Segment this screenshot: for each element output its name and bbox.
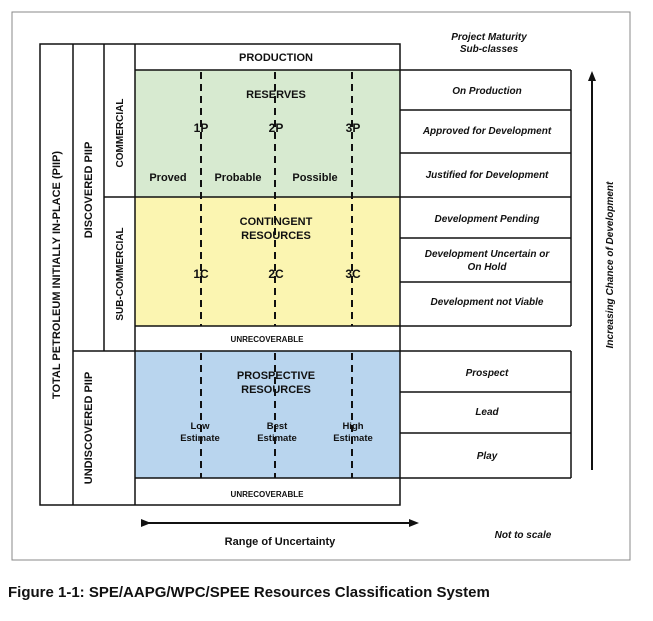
- subclass-prospect: Prospect: [466, 368, 509, 379]
- subclass-uncertain-line1: Development Uncertain or: [425, 249, 551, 260]
- sub-commercial-label: SUB-COMMERCIAL: [115, 227, 126, 320]
- possible-label: Possible: [292, 172, 337, 184]
- marker-3c: 3C: [345, 267, 361, 281]
- high-estimate-line1: High: [342, 421, 363, 432]
- subclass-approved: Approved for Development: [422, 126, 552, 137]
- unrecoverable-undiscovered-label: UNRECOVERABLE: [231, 490, 305, 499]
- marker-1p: 1P: [194, 121, 209, 135]
- best-estimate-line2: Estimate: [257, 433, 297, 444]
- marker-3p: 3P: [346, 121, 361, 135]
- marker-1c: 1C: [193, 267, 209, 281]
- proved-label: Proved: [149, 172, 186, 184]
- reserves-title: RESERVES: [246, 89, 306, 101]
- contingent-title-line2: RESOURCES: [241, 230, 311, 242]
- increasing-chance-label: Increasing Chance of Development: [605, 181, 616, 348]
- production-label: PRODUCTION: [239, 52, 313, 64]
- marker-2p: 2P: [269, 121, 284, 135]
- range-of-uncertainty-label: Range of Uncertainty: [225, 536, 337, 548]
- maturity-header-line2: Sub-classes: [460, 44, 519, 55]
- contingent-title-line1: CONTINGENT: [240, 216, 313, 228]
- figure-caption: Figure 1-1: SPE/AAPG/WPC/SPEE Resources …: [8, 584, 490, 601]
- prospective-title-line2: RESOURCES: [241, 384, 311, 396]
- subclass-not-viable: Development not Viable: [431, 297, 544, 308]
- prospective-resources-zone: [135, 351, 400, 478]
- maturity-header-line1: Project Maturity: [451, 32, 527, 43]
- contingent-resources-zone: [135, 197, 400, 326]
- subclass-play: Play: [477, 451, 498, 462]
- reserves-zone: [135, 70, 400, 197]
- commercial-label: COMMERCIAL: [115, 99, 126, 168]
- subclass-justified: Justified for Development: [426, 170, 549, 181]
- subclass-uncertain-line2: On Hold: [468, 262, 508, 273]
- best-estimate-line1: Best: [267, 421, 288, 432]
- not-to-scale-note: Not to scale: [495, 530, 552, 541]
- uncertainty-dashed-lines: [200, 72, 353, 478]
- subclass-lead: Lead: [475, 407, 499, 418]
- subclass-on-production: On Production: [452, 86, 521, 97]
- marker-2c: 2C: [268, 267, 284, 281]
- high-estimate-line2: Estimate: [333, 433, 373, 444]
- probable-label: Probable: [214, 172, 261, 184]
- low-estimate-line2: Estimate: [180, 433, 220, 444]
- discovered-piip-label: DISCOVERED PIIP: [83, 142, 95, 239]
- grid-lines: [39, 43, 572, 506]
- subclass-pending: Development Pending: [434, 214, 539, 225]
- low-estimate-line1: Low: [191, 421, 211, 432]
- undiscovered-piip-label: UNDISCOVERED PIIP: [83, 372, 95, 484]
- total-piip-label: TOTAL PETROLEUM INITIALLY IN-PLACE (PIIP…: [51, 151, 63, 399]
- unrecoverable-discovered-label: UNRECOVERABLE: [231, 335, 305, 344]
- prospective-title-line1: PROSPECTIVE: [237, 370, 315, 382]
